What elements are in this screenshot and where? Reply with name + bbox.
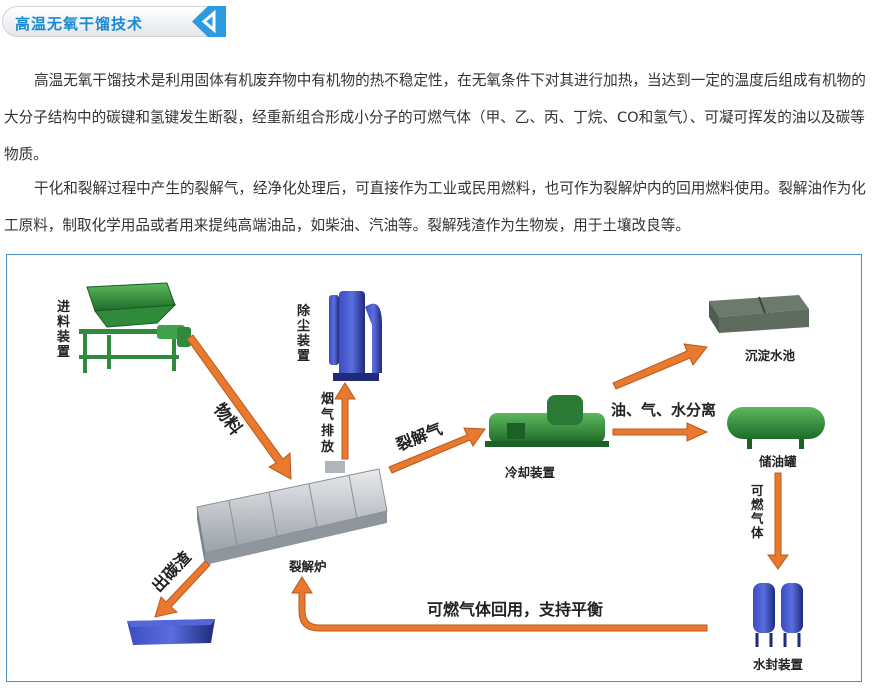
arrow-char [154,560,211,618]
flow-arrows [154,334,789,632]
section-title-bar: 高温无氧干馏技术 [2,6,226,37]
pyrolysis-furnace-equipment [196,461,388,565]
label-recycle: 可燃气体回用，支持平衡 [427,600,603,619]
section-title: 高温无氧干馏技术 [15,15,144,33]
label-separation: 油、气、水分离 [611,401,716,419]
svg-text:进 料 装 置: 进 料 装 置 [56,300,75,360]
label-storage-tank: 储油罐 [758,454,797,469]
char-bin-equipment [127,619,215,645]
paragraph-intro: 高温无氧干馏技术是利用固体有机废弃物中有机物的热不稳定性，在无氧条件下对其进行加… [4,72,866,163]
process-diagram: 进 料 装 置 除 尘 装 置 沉淀水池 [6,254,862,682]
label-furnace: 裂解炉 [288,559,327,574]
label-sedimentation-tank: 沉淀水池 [745,348,796,363]
label-combustible-gas: 可 燃 气 体 [750,483,768,540]
arrow-material [186,334,292,480]
arrow-combustible-gas [767,472,789,570]
water-seal-equipment [753,583,803,647]
title-arrow-icon [192,6,226,37]
arrow-to-storage [612,422,709,442]
label-water-seal: 水封装置 [753,657,804,672]
feeder-equipment [79,282,191,373]
paragraph-products: 干化和裂解过程中产生的裂解气，经净化处理后，可直接作为工业或民用燃料，也可作为裂… [4,180,866,234]
label-feeder-1: 进 [57,300,70,315]
storage-tank-equipment [727,407,825,449]
sedimentation-tank-equipment [709,295,809,333]
arrow-pyrolysis-gas [388,427,486,474]
label-flue-gas: 烟 气 排 放 [320,392,339,455]
svg-text:除 尘 装 置: 除 尘 装 置 [296,303,315,364]
arrow-flue-gas [334,382,356,460]
arrow-recycle [291,576,708,632]
cooler-equipment [485,395,609,447]
dust-remover-equipment [329,291,382,381]
process-diagram-svg: 进 料 装 置 除 尘 装 置 沉淀水池 [56,282,825,672]
arrow-to-sedimentation [612,343,708,390]
label-cooler: 冷却装置 [505,465,556,480]
